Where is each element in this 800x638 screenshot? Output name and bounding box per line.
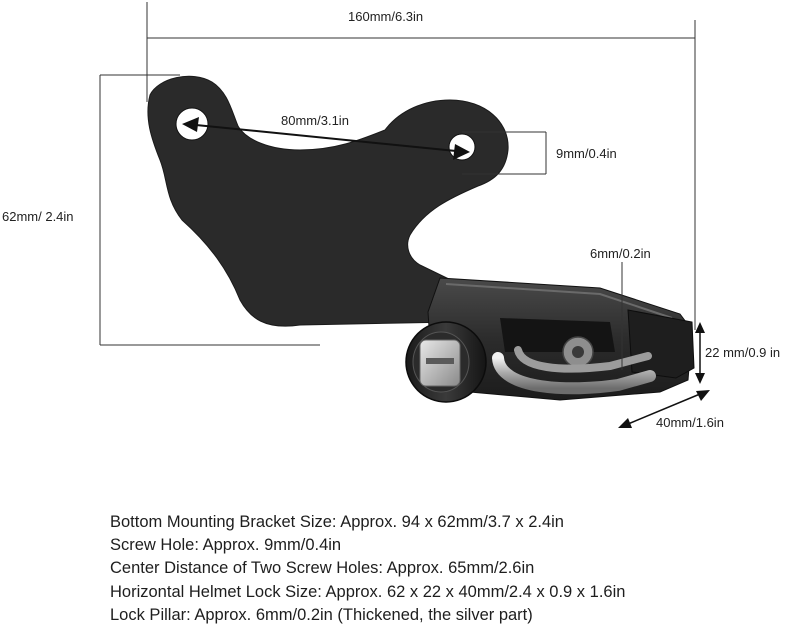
bracket-height-label: 62mm/ 2.4in xyxy=(2,209,74,224)
lock-height-arrow xyxy=(695,322,705,384)
lock-pillar xyxy=(492,352,656,395)
spec-lock-pillar: Lock Pillar: Approx. 6mm/0.2in (Thickene… xyxy=(110,605,533,624)
dimension-lines xyxy=(99,2,696,370)
spec-list: Bottom Mounting Bracket Size: Approx. 94… xyxy=(110,511,625,627)
spec-screw-hole: Screw Hole: Approx. 9mm/0.4in xyxy=(110,536,342,555)
hole-distance-label: 80mm/3.1in xyxy=(281,113,349,128)
spec-lock-size: Horizontal Helmet Lock Size: Approx. 62 … xyxy=(110,582,626,601)
mounting-bracket xyxy=(147,75,509,327)
lock-depth-label: 40mm/1.6in xyxy=(656,415,724,430)
lock-depth-arrow xyxy=(618,390,710,428)
hole-diameter-label: 9mm/0.4in xyxy=(556,146,617,161)
lock-height-label: 22 mm/0.9 in xyxy=(705,345,780,360)
spec-bracket-size: Bottom Mounting Bracket Size: Approx. 94… xyxy=(110,513,564,531)
hole-distance-arrow xyxy=(182,117,470,160)
lock-end-cap xyxy=(627,309,695,379)
helmet-lock xyxy=(405,277,695,403)
overall-width-label: 160mm/6.3in xyxy=(348,9,423,24)
right-screw-hole xyxy=(448,133,476,161)
pillar-diameter-label: 6mm/0.2in xyxy=(590,246,651,261)
spec-center-distance: Center Distance of Two Screw Holes: Appr… xyxy=(110,559,535,578)
product-dimension-diagram: 160mm/6.3in 62mm/ 2.4in 80mm/3.1in 9mm/0… xyxy=(2,2,780,430)
